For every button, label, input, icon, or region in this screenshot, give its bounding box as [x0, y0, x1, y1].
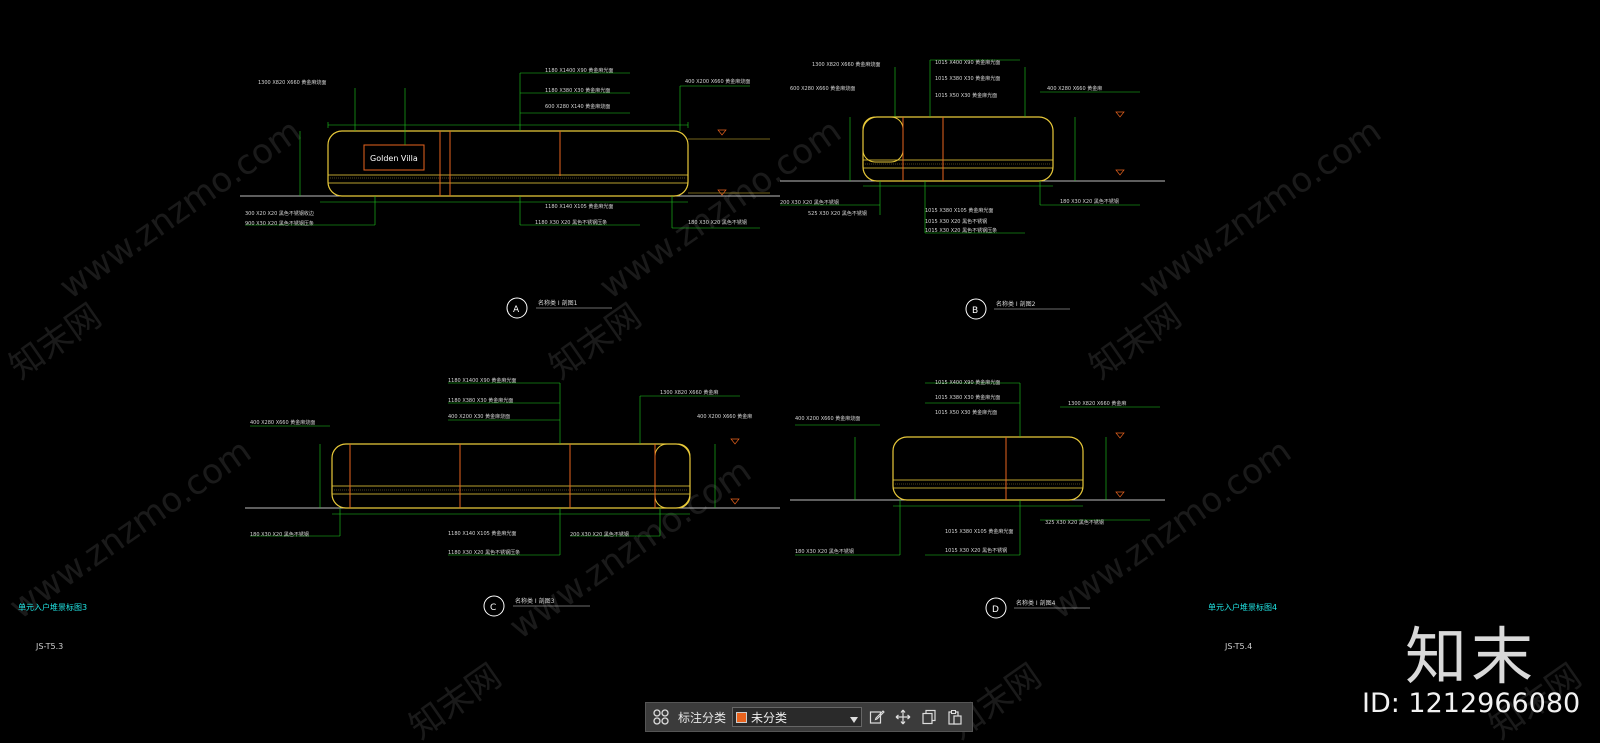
- elevation-d: 1015 X400 X90 黄金麻光面 1015 X380 X30 黄金麻光面 …: [790, 379, 1165, 556]
- svg-text:1015 X30 X20 黑色不锈钢压条: 1015 X30 X20 黑色不锈钢压条: [925, 227, 997, 234]
- svg-text:1015 X380 X105 黄金麻光面: 1015 X380 X105 黄金麻光面: [925, 207, 993, 214]
- elevation-title: 名称类 Ⅰ 剖图1: [538, 299, 578, 307]
- image-id-label: ID: 1212966080: [1362, 688, 1581, 719]
- elevation-b: 1300 X820 X660 黄金麻烧面 1015 X400 X90 黄金麻光面…: [780, 59, 1165, 234]
- tag-letter: B: [972, 306, 978, 316]
- svg-text:1015 X30 X20 黑色不锈钢: 1015 X30 X20 黑色不锈钢: [945, 547, 1007, 554]
- annotation-category-label: 标注分类: [678, 710, 727, 725]
- elevation-title: 名称类 Ⅰ 剖图3: [515, 597, 555, 605]
- svg-text:400 X200 X660 黄金麻: 400 X200 X660 黄金麻: [697, 413, 752, 420]
- watermark-site: www.znzmo.com: [2, 431, 258, 627]
- svg-text:1180 X1400 X90 黄金麻光面: 1180 X1400 X90 黄金麻光面: [448, 377, 516, 384]
- svg-text:1015 X380 X105 黄金麻光面: 1015 X380 X105 黄金麻光面: [945, 528, 1013, 535]
- svg-text:400 X280 X660 黄金麻烧面: 400 X280 X660 黄金麻烧面: [250, 419, 315, 426]
- svg-text:180 X30 X20 黑色不锈钢: 180 X30 X20 黑色不锈钢: [250, 531, 309, 538]
- svg-text:325 X30 X20 黑色不锈钢: 325 X30 X20 黑色不锈钢: [1045, 519, 1104, 526]
- watermark-site: www.znzmo.com: [52, 111, 308, 307]
- svg-text:1180 X380 X30 黄金麻光面: 1180 X380 X30 黄金麻光面: [545, 87, 610, 94]
- watermark-site: www.znzmo.com: [1132, 111, 1388, 307]
- elevation-tag-c: C 名称类 Ⅰ 剖图3: [483, 595, 590, 617]
- elevation-tag-a: A 名称类 Ⅰ 剖图1: [506, 297, 612, 319]
- svg-text:1015 X400 X90 黄金麻光面: 1015 X400 X90 黄金麻光面: [935, 59, 1000, 66]
- watermark-site: www.znzmo.com: [1042, 431, 1298, 627]
- svg-text:300 X20 X20 黑色不锈钢收边: 300 X20 X20 黑色不锈钢收边: [245, 210, 314, 217]
- svg-text:180 X30 X20 黑色不锈钢: 180 X30 X20 黑色不锈钢: [688, 219, 747, 226]
- svg-text:200 X30 X20 黑色不锈钢: 200 X30 X20 黑色不锈钢: [570, 531, 629, 538]
- svg-text:1180 X30 X20 黑色不锈钢压条: 1180 X30 X20 黑色不锈钢压条: [448, 549, 520, 556]
- elevation-a: Golden Villa 1300 X820 X660 黄金麻烧面 1180 X…: [240, 67, 780, 229]
- svg-text:400 X200 X30 黄金麻烧面: 400 X200 X30 黄金麻烧面: [448, 413, 510, 420]
- svg-text:1300 X820 X660 黄金麻: 1300 X820 X660 黄金麻: [660, 389, 718, 396]
- annotation-toolbar: 标注分类 未分类: [645, 702, 973, 732]
- svg-text:180 X30 X20 黑色不锈钢: 180 X30 X20 黑色不锈钢: [1060, 198, 1119, 205]
- svg-text:1180 X380 X30 黄金麻光面: 1180 X380 X30 黄金麻光面: [448, 397, 513, 404]
- svg-text:1015 X30 X20 黑色不锈钢: 1015 X30 X20 黑色不锈钢: [925, 218, 987, 225]
- svg-text:1300 X820 X660 黄金麻烧面: 1300 X820 X660 黄金麻烧面: [812, 61, 880, 68]
- copy-icon[interactable]: [918, 706, 940, 728]
- svg-text:1015 X50 X30 黄金麻光面: 1015 X50 X30 黄金麻光面: [935, 409, 997, 416]
- grid-icon[interactable]: [650, 706, 672, 728]
- svg-text:1180 X1400 X90 黄金麻光面: 1180 X1400 X90 黄金麻光面: [545, 67, 613, 74]
- sheet-label-left: 单元入户堆景标图3: [18, 603, 88, 612]
- elevation-title: 名称类 Ⅰ 剖图2: [996, 300, 1036, 308]
- svg-text:600 X280 X140 黄金麻烧面: 600 X280 X140 黄金麻烧面: [545, 103, 610, 110]
- svg-text:525 X30 X20 黑色不锈钢: 525 X30 X20 黑色不锈钢: [808, 210, 867, 217]
- svg-text:1015 X380 X30 黄金麻光面: 1015 X380 X30 黄金麻光面: [935, 394, 1000, 401]
- svg-text:1015 X400 X90 黄金麻光面: 1015 X400 X90 黄金麻光面: [935, 379, 1000, 386]
- edit-icon[interactable]: [866, 706, 888, 728]
- sheet-code-left: JS-T5.3: [36, 642, 64, 651]
- watermark-site: www.znzmo.com: [592, 111, 848, 307]
- tag-letter: A: [513, 305, 520, 315]
- svg-text:1180 X30 X20 黑色不锈钢压条: 1180 X30 X20 黑色不锈钢压条: [535, 219, 607, 226]
- elevation-title: 名称类 Ⅰ 剖图4: [1016, 599, 1056, 607]
- svg-text:200 X30 X20 黑色不锈钢: 200 X30 X20 黑色不锈钢: [780, 199, 839, 206]
- watermark-brand: 知末网: [542, 296, 648, 387]
- layer-select-value: 未分类: [751, 710, 788, 725]
- layer-select[interactable]: 未分类: [732, 707, 863, 727]
- svg-text:1180 X140 X105 黄金麻光面: 1180 X140 X105 黄金麻光面: [448, 530, 516, 537]
- svg-text:1300 X820 X660 黄金麻: 1300 X820 X660 黄金麻: [1068, 400, 1126, 407]
- svg-text:400 X280 X660 黄金麻: 400 X280 X660 黄金麻: [1047, 85, 1102, 92]
- watermark-brand: 知末网: [402, 656, 508, 743]
- svg-text:1180 X140 X105 黄金麻光面: 1180 X140 X105 黄金麻光面: [545, 203, 613, 210]
- tag-letter: D: [992, 605, 999, 615]
- sheet-code-right: JS-T5.4: [1225, 642, 1253, 651]
- svg-text:400 X200 X660 黄金麻烧面: 400 X200 X660 黄金麻烧面: [795, 415, 860, 422]
- elevation-c: 1180 X1400 X90 黄金麻光面 1180 X380 X30 黄金麻光面…: [245, 377, 780, 556]
- sign-text: Golden Villa: [370, 154, 418, 163]
- tag-letter: C: [490, 603, 496, 613]
- watermark-site: www.znzmo.com: [502, 451, 758, 647]
- svg-text:1015 X380 X30 黄金麻光面: 1015 X380 X30 黄金麻光面: [935, 75, 1000, 82]
- chevron-down-icon: [850, 708, 859, 727]
- svg-text:900 X30 X20 黑色不锈钢压条: 900 X30 X20 黑色不锈钢压条: [245, 220, 314, 227]
- paste-icon[interactable]: [944, 706, 966, 728]
- svg-text:600 X280 X660 黄金麻烧面: 600 X280 X660 黄金麻烧面: [790, 85, 855, 92]
- watermark-brand: 知末网: [2, 296, 108, 387]
- svg-text:1015 X50 X30 黄金麻光面: 1015 X50 X30 黄金麻光面: [935, 92, 997, 99]
- elevation-tag-d: D 名称类 Ⅰ 剖图4: [985, 597, 1090, 619]
- watermark-brand: 知末网: [1082, 296, 1188, 387]
- move-icon[interactable]: [892, 706, 914, 728]
- brand-logo: 知末: [1405, 620, 1538, 693]
- sheet-label-right: 单元入户堆景标图4: [1208, 603, 1278, 612]
- svg-text:1300 X820 X660 黄金麻烧面: 1300 X820 X660 黄金麻烧面: [258, 79, 326, 86]
- layer-color-swatch: [736, 711, 748, 723]
- svg-text:180 X30 X20 黑色不锈钢: 180 X30 X20 黑色不锈钢: [795, 548, 854, 555]
- svg-text:400 X200 X660 黄金麻烧面: 400 X200 X660 黄金麻烧面: [685, 78, 750, 85]
- elevation-tag-b: B 名称类 Ⅰ 剖图2: [965, 298, 1070, 320]
